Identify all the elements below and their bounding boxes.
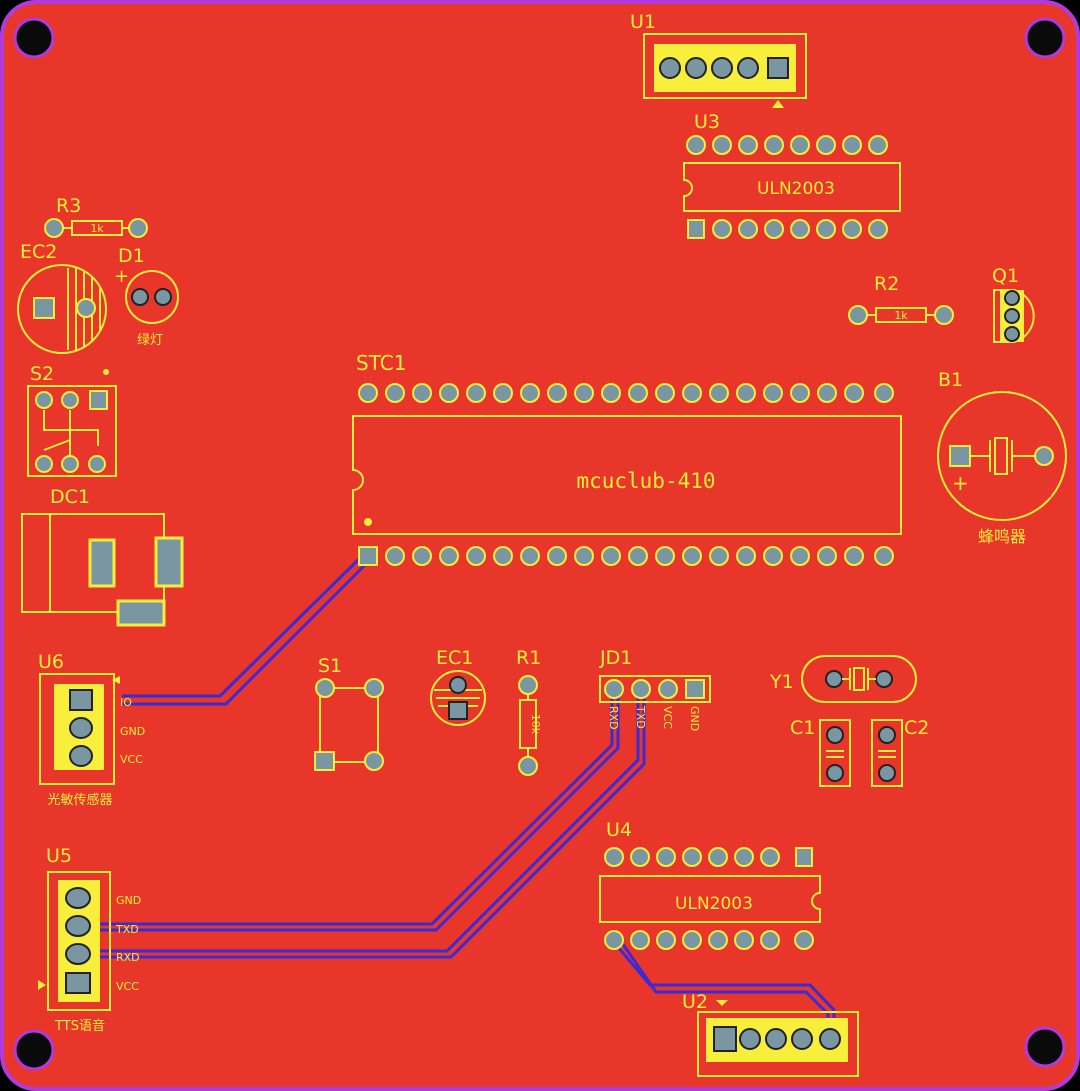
component-u3: U3 ULN2003 [683, 111, 901, 239]
y1-designator: Y1 [769, 671, 794, 693]
u5-pin-gnd: GND [116, 894, 141, 907]
trace-u5-rxd-a [100, 692, 640, 953]
u4-designator: U4 [606, 819, 632, 841]
component-u5: U5 GND TXD RXD VCC TTS语音 [38, 845, 141, 1034]
r1-value: 10k [529, 714, 542, 735]
u1-outline [643, 33, 807, 99]
c2-designator: C2 [904, 717, 929, 739]
u3-outline [683, 162, 901, 212]
dc1-designator: DC1 [50, 486, 90, 508]
trace-u5-rxd-b [100, 692, 646, 959]
u1-designator: U1 [630, 11, 656, 33]
jd1-pin-txd: TXD [634, 705, 647, 729]
component-r3: R3 1k [44, 195, 148, 238]
component-c1: C1 [790, 717, 851, 787]
r2-value: 1k [894, 309, 908, 322]
stc1-part-label: mcuclub-410 [576, 469, 715, 493]
q1-designator: Q1 [992, 265, 1019, 287]
u5-name: TTS语音 [54, 1018, 105, 1034]
jd1-pin-rxd: RXD [607, 706, 620, 730]
u4-outline [599, 875, 821, 923]
trace-u5-txd-a [100, 692, 614, 926]
mounting-hole-bottom-left [13, 1029, 55, 1071]
u5-pin-txd: TXD [115, 923, 139, 936]
ec1-designator: EC1 [436, 647, 473, 669]
u3-part-label: ULN2003 [757, 179, 835, 199]
jd1-designator: JD1 [599, 647, 632, 669]
component-s1: S1 [314, 655, 384, 771]
u5-pin-rxd: RXD [116, 951, 140, 964]
r3-value: 1k [90, 222, 104, 235]
mounting-hole-bottom-right [1024, 1026, 1066, 1068]
component-b1: B1 + 蜂鸣器 [937, 369, 1067, 546]
c1-designator: C1 [790, 717, 815, 739]
u6-name: 光敏传感器 [47, 792, 112, 808]
component-q1: Q1 [992, 265, 1035, 343]
r3-designator: R3 [56, 195, 81, 217]
component-u4: U4 ULN2003 [599, 819, 821, 950]
r2-designator: R2 [874, 273, 899, 295]
component-d1: D1 + 绿灯 [114, 245, 179, 348]
u1-pin1-marker [772, 100, 784, 108]
u6-pin-gnd: GND [120, 725, 145, 738]
u6-designator: U6 [38, 651, 64, 673]
mounting-holes [13, 17, 1066, 1071]
ec2-designator: EC2 [20, 241, 57, 263]
mounting-hole-top-right [1024, 17, 1066, 59]
d1-designator: D1 [118, 245, 145, 267]
u4-part-label: ULN2003 [675, 894, 753, 914]
component-dc1: DC1 [21, 486, 184, 627]
component-u6: U6 IO GND VCC 光敏传感器 [38, 651, 145, 808]
trace-u6-io-a [122, 556, 362, 698]
component-u1: U1 [630, 11, 807, 108]
component-y1: Y1 [769, 655, 917, 703]
component-stc1: STC1 mcuclub-410 [352, 351, 902, 566]
b1-polarity: + [952, 471, 969, 495]
jd1-pin-vcc: VCC [661, 706, 674, 729]
u3-designator: U3 [694, 111, 720, 133]
r1-designator: R1 [516, 647, 541, 669]
u5-designator: U5 [46, 845, 72, 867]
component-jd1: JD1 RXD TXD VCC GND [599, 647, 711, 731]
stc1-designator: STC1 [356, 351, 406, 375]
component-r2: R2 1k [848, 273, 954, 325]
s1-designator: S1 [318, 655, 342, 677]
u2-designator: U2 [682, 991, 708, 1013]
component-ec1: EC1 [430, 647, 486, 726]
b1-name: 蜂鸣器 [978, 527, 1026, 546]
component-c2: C2 [871, 717, 929, 787]
component-u2: U2 [682, 991, 859, 1077]
d1-name: 绿灯 [137, 333, 163, 348]
mounting-hole-top-left [13, 17, 55, 59]
jd1-pin-gnd: GND [688, 706, 701, 731]
b1-designator: B1 [938, 369, 963, 391]
u6-pin-io: IO [120, 696, 132, 709]
stc1-outline [352, 415, 902, 535]
d1-polarity: + [114, 266, 129, 287]
component-s2: S2 [27, 363, 117, 477]
component-ec2: EC2 [17, 241, 107, 354]
trace-u6-io-b [122, 560, 370, 706]
trace-u5-txd-b [100, 692, 620, 932]
s2-designator: S2 [30, 363, 54, 385]
u6-pin-vcc: VCC [120, 753, 143, 766]
u5-pin-vcc: VCC [116, 980, 139, 993]
component-r1: R1 10k [516, 647, 542, 776]
